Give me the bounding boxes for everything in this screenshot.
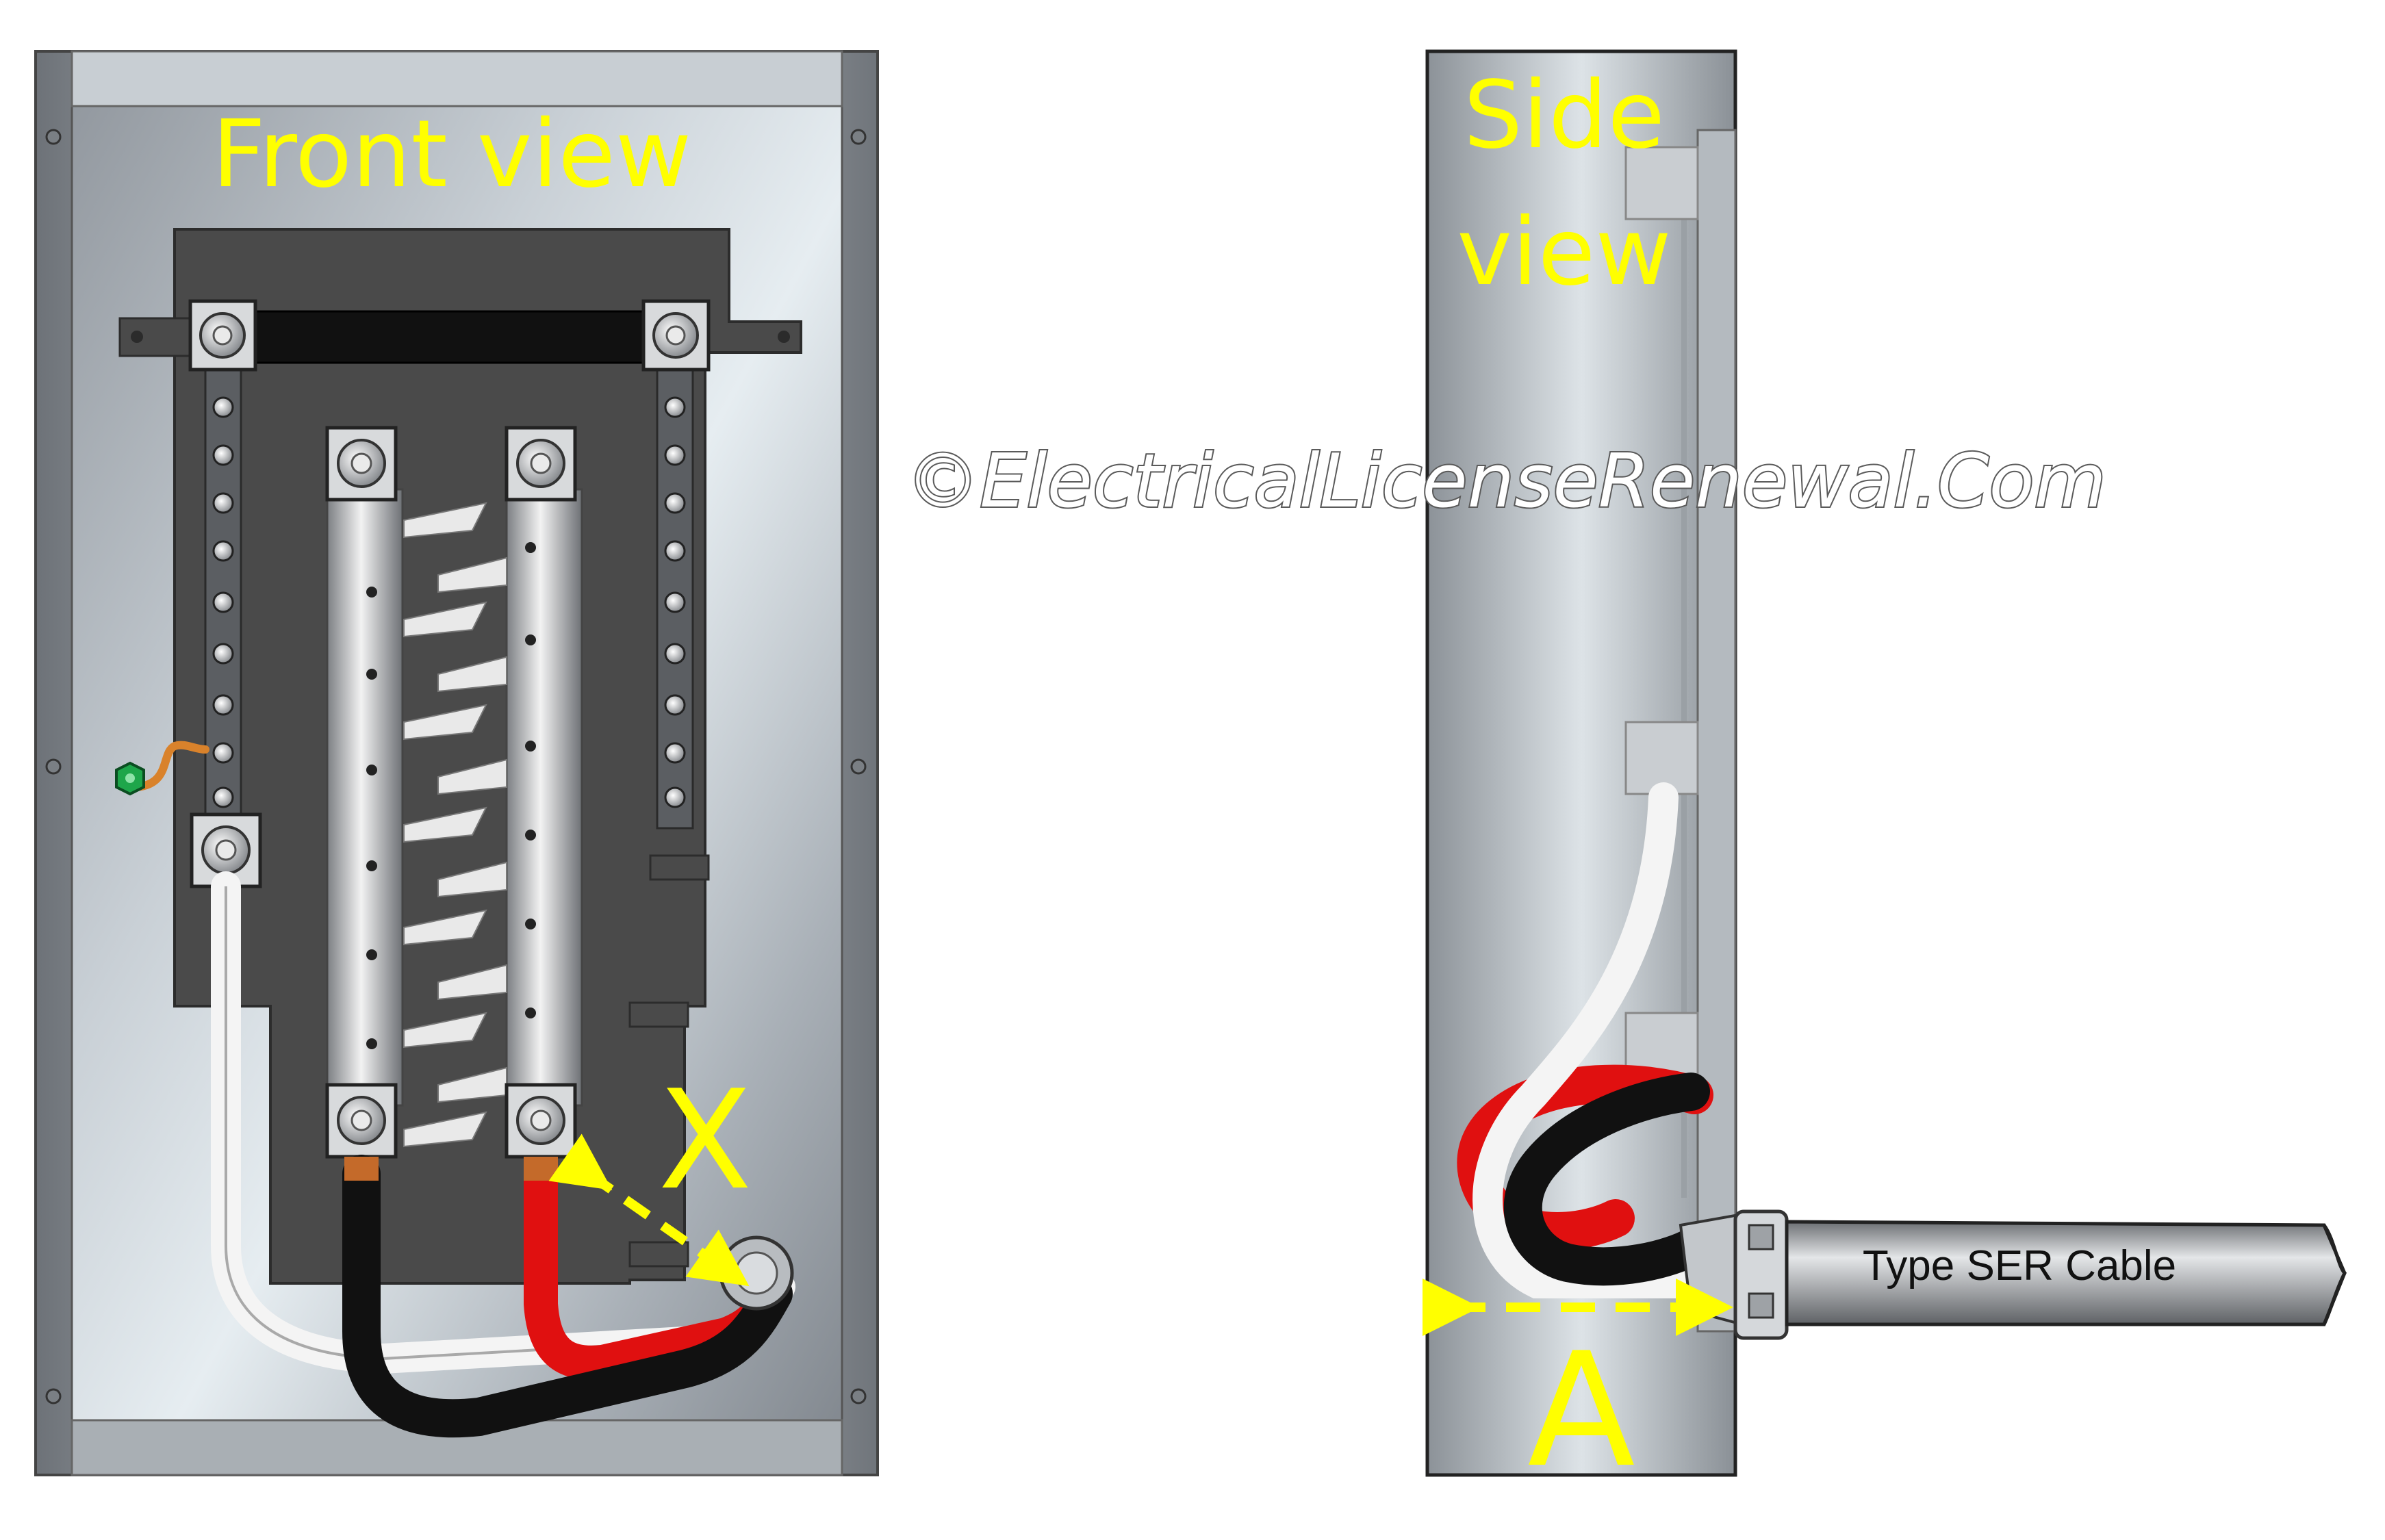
dimension-a-label: A: [1527, 1320, 1635, 1502]
side-bracket: [1624, 721, 1699, 795]
mounting-hole: [45, 758, 62, 775]
chassis-tab: [628, 1001, 689, 1028]
side-black-conductor: [1503, 1073, 1713, 1286]
mounting-hole: [850, 758, 867, 775]
mounting-hole: [850, 129, 867, 145]
mounting-hole: [45, 1388, 62, 1404]
side-view-title-line2: view: [1457, 198, 1671, 307]
neutral-bar-left-screws: [212, 396, 234, 808]
main-lug-bottom-left: [325, 1083, 398, 1159]
hot-conductor-black: [342, 1155, 793, 1438]
side-connector-screw: [1748, 1292, 1774, 1319]
ser-cable-end: [2322, 1224, 2347, 1326]
ser-cable-label: Type SER Cable: [1863, 1242, 2176, 1289]
neutral-bar-bridge: [245, 310, 662, 364]
side-view-panel: Side view A Type SER Cable: [1423, 49, 2347, 1502]
bus-bar-left: [326, 488, 404, 1107]
green-ground-screw-center: [125, 773, 135, 783]
mounting-hole: [850, 1388, 867, 1404]
front-view-panel: Front view X: [34, 50, 879, 1476]
clearance-arrow-x: [548, 1133, 750, 1287]
neutral-bar-right-screws: [664, 396, 686, 808]
chassis-tab: [649, 854, 710, 881]
neutral-main-lug: [190, 812, 262, 888]
side-connector-screw: [1748, 1224, 1774, 1250]
chassis-tab: [628, 1241, 689, 1268]
bonding-strap: [133, 741, 209, 791]
side-red-conductor: [1457, 1064, 1713, 1250]
bus-bar-holes: [366, 542, 536, 1049]
side-bracket: [1624, 146, 1699, 220]
main-lug-top-left: [325, 426, 398, 502]
front-view-title: Front view: [212, 101, 691, 209]
red-conductor-copper: [524, 1157, 558, 1181]
side-deadfront-edge: [1696, 129, 1737, 1333]
cable-connector-bore: [735, 1251, 778, 1295]
black-conductor-copper: [344, 1157, 379, 1181]
chassis-ear-hole: [131, 331, 143, 343]
mounting-hole: [45, 129, 62, 145]
neutral-lug-top-right: [641, 299, 711, 372]
main-lug-bottom-right: [505, 1083, 577, 1159]
side-view-title-line1: Side: [1464, 62, 1665, 170]
neutral-bar-left: [204, 341, 242, 823]
side-white-conductor: [1472, 782, 1706, 1298]
main-lug-top-right: [505, 426, 577, 502]
enclosure-flange-top: [71, 50, 843, 107]
bus-bar-right: [505, 488, 583, 1107]
callout-x-label: X: [658, 1061, 752, 1220]
neutral-lug-top-left: [188, 299, 257, 372]
copyright-watermark: ©ElectricalLicenseRenewal.Com: [906, 439, 2106, 524]
chassis-ear-hole: [778, 331, 790, 343]
